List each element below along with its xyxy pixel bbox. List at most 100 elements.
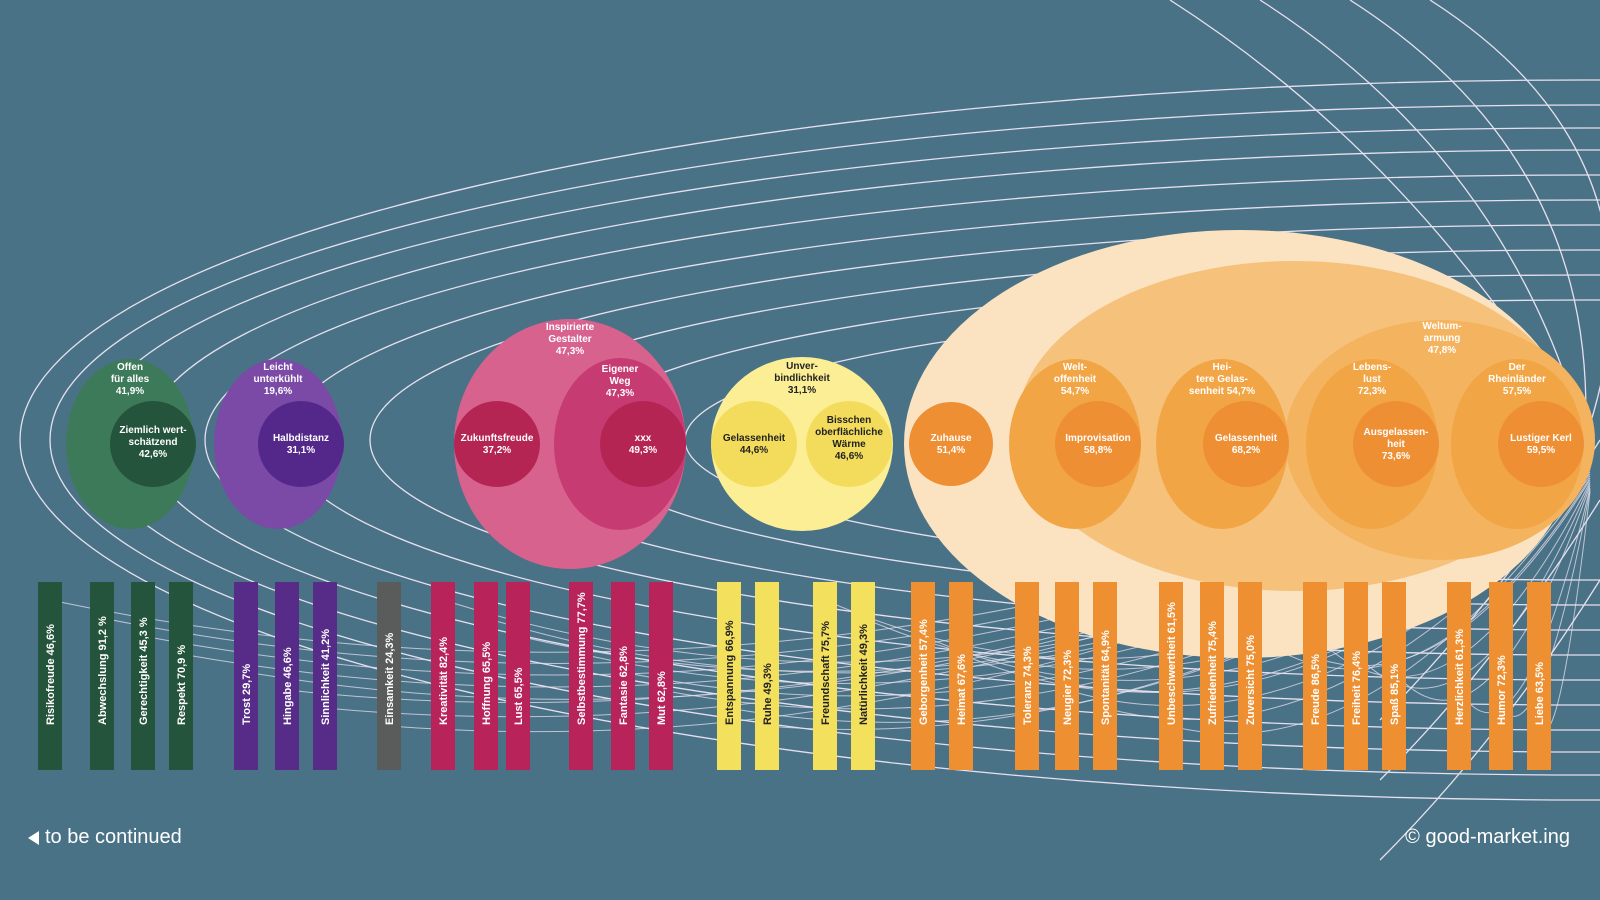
connector-curve xyxy=(1349,0,1587,441)
value-bar-rect xyxy=(851,582,875,770)
value-bar-label: Freiheit 76,4% xyxy=(1351,651,1363,725)
continue-label: to be continued xyxy=(45,826,182,848)
value-bar-rect xyxy=(911,582,935,770)
value-bar: Hoffnung 65,5% xyxy=(474,582,498,770)
value-bar-rect xyxy=(474,582,498,770)
value-bar-rect xyxy=(1344,582,1368,770)
connector-curve xyxy=(1259,0,1586,441)
value-bar-label: Liebe 63,5% xyxy=(1534,662,1546,725)
value-bar-rect xyxy=(431,582,455,770)
value-bar: Kreativität 82,4% xyxy=(431,582,455,770)
value-bar: Neugier 72,3% xyxy=(1055,582,1079,770)
cluster-halbdistanz-circle xyxy=(258,401,344,487)
value-bar-label: Neugier 72,3% xyxy=(1062,650,1074,725)
value-bar-rect xyxy=(1200,582,1224,770)
value-bar: Natürlichkeit 49,3% xyxy=(851,582,875,770)
value-bar-label: Herzlichkeit 61,3% xyxy=(1454,629,1466,725)
value-bar-rect xyxy=(611,582,635,770)
connector-ellipse xyxy=(369,224,1600,656)
value-bar: Gerechtigkeit 45,3 % xyxy=(131,582,155,770)
connector-curve xyxy=(1458,487,1591,713)
value-bar: Spaß 85,1% xyxy=(1382,582,1406,770)
value-bar: Trost 29,7% xyxy=(234,582,258,770)
value-bar: Ruhe 49,3% xyxy=(755,582,779,770)
cluster-inner-circle-3 xyxy=(1353,401,1439,487)
continue-link[interactable]: to be continued xyxy=(28,826,182,849)
value-bar-label: Respekt 70,9 % xyxy=(176,645,188,725)
value-bar-rect xyxy=(755,582,779,770)
value-bar-label: Freude 86,5% xyxy=(1310,654,1322,725)
value-bar-label: Ruhe 49,3% xyxy=(762,663,774,725)
value-bar-rect xyxy=(649,582,673,770)
value-bar-label: Entspannung 66,9% xyxy=(724,620,736,725)
value-bar-rect xyxy=(1015,582,1039,770)
cluster-gelassenheit-circle xyxy=(711,401,797,487)
value-bar-rect xyxy=(1447,582,1471,770)
value-bar-rect xyxy=(234,582,258,770)
cluster-inner-circle-4 xyxy=(1498,401,1584,487)
back-triangle-icon xyxy=(28,830,39,845)
value-bar: Spontanität 64,9% xyxy=(1093,582,1117,770)
value-bar-label: Unbeschwertheit 61,5% xyxy=(1166,602,1178,725)
value-bar-rect xyxy=(949,582,973,770)
value-bar-label: Freundschaft 75,7% xyxy=(820,621,832,725)
cluster-unverbindlichkeit-circle xyxy=(711,357,893,531)
value-bar-label: Spontanität 64,9% xyxy=(1100,630,1112,725)
value-bar-label: Hingabe 46,6% xyxy=(282,647,294,725)
value-bar: Zufriedenheit 75,4% xyxy=(1200,582,1224,770)
value-bar: Zuversicht 75,0% xyxy=(1238,582,1262,770)
value-bar: Mut 62,8% xyxy=(649,582,673,770)
connector-ellipse xyxy=(49,104,1600,776)
cluster-inner-circle-1 xyxy=(1055,401,1141,487)
value-bar-label: Risikofreude 46,6% xyxy=(45,624,57,725)
connector-ellipse xyxy=(19,79,1600,801)
value-bar: Freundschaft 75,7% xyxy=(813,582,837,770)
value-bar-label: Natürlichkeit 49,3% xyxy=(858,624,870,725)
value-bar-rect xyxy=(38,582,62,770)
value-bar-rect xyxy=(717,582,741,770)
value-bar-rect xyxy=(1303,582,1327,770)
value-bar-label: Toleranz 74,3% xyxy=(1022,646,1034,725)
value-bar-rect xyxy=(275,582,299,770)
value-bar: Humor 72,3% xyxy=(1489,582,1513,770)
value-bar-label: Sinnlichkeit 41,2% xyxy=(320,629,332,725)
value-bar-rect xyxy=(90,582,114,770)
value-bars: Risikofreude 46,6% Abwechslung 91,2 % Gere… xyxy=(38,582,1551,770)
value-bar: Risikofreude 46,6% xyxy=(38,582,62,770)
value-bar: Fantasie 62,8% xyxy=(611,582,635,770)
copyright-label: © good-market.ing xyxy=(1405,826,1570,848)
value-bar-label: Lust 65,5% xyxy=(513,667,525,725)
value-bar-label: Fantasie 62,8% xyxy=(618,646,630,725)
value-bar-label: Abwechslung 91,2 % xyxy=(97,616,109,725)
value-bar: Geborgenheit 57,4% xyxy=(911,582,935,770)
value-bar: Unbeschwertheit 61,5% xyxy=(1159,582,1183,770)
value-bar-rect xyxy=(569,582,593,770)
cluster-waerme-circle xyxy=(806,401,892,487)
value-bar-label: Einsamkeit 24,3% xyxy=(384,632,396,725)
value-bar-rect xyxy=(1055,582,1079,770)
cluster-inner-circle-2 xyxy=(1203,401,1289,487)
value-bar: Selbstbestimmung 77,7% xyxy=(569,582,593,770)
value-bar-rect xyxy=(1382,582,1406,770)
value-bar: Toleranz 74,3% xyxy=(1015,582,1039,770)
value-bar-rect xyxy=(813,582,837,770)
cluster-zuhause-circle xyxy=(909,402,993,486)
value-bar-label: Humor 72,3% xyxy=(1496,655,1508,725)
value-bar: Hingabe 46,6% xyxy=(275,582,299,770)
connector-curve xyxy=(1170,475,1591,734)
